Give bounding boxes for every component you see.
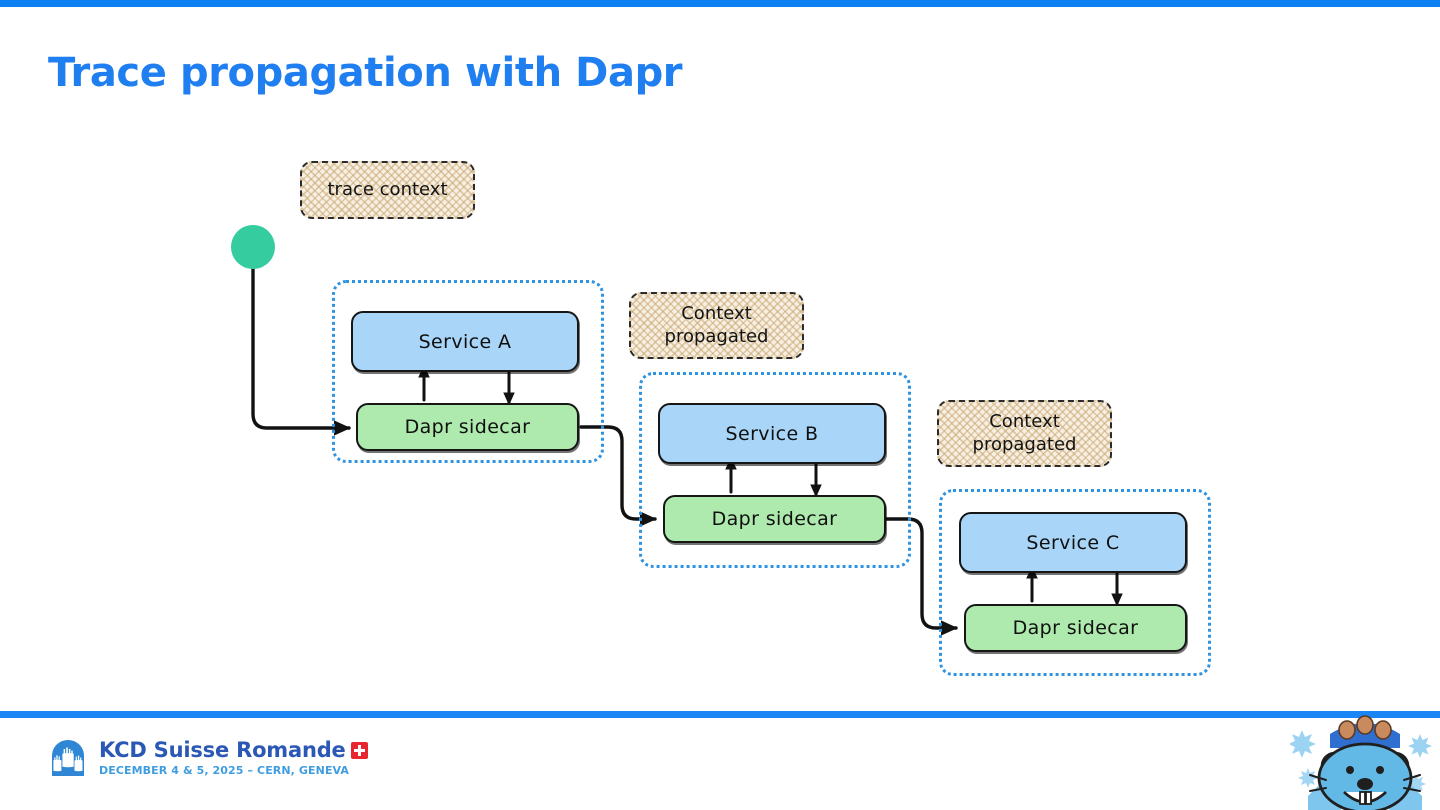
annotation-trace-context-line1: trace context: [327, 178, 448, 200]
page-title: Trace propagation with Dapr: [48, 50, 683, 96]
footer-divider-bar: [0, 711, 1440, 718]
service-c-label: Service C: [1026, 531, 1120, 554]
sidecar-c-box[interactable]: Dapr sidecar: [964, 604, 1187, 652]
sidecar-b-label: Dapr sidecar: [711, 508, 838, 530]
diagram-canvas: Service A Dapr sidecar Service B Dapr si…: [231, 161, 1211, 676]
top-accent-bar: [0, 0, 1440, 7]
raised-hands-icon: [52, 740, 84, 776]
service-a-label: Service A: [418, 330, 512, 353]
sidecar-b-box[interactable]: Dapr sidecar: [663, 495, 886, 543]
service-b-box[interactable]: Service B: [658, 403, 886, 464]
sidecar-a-label: Dapr sidecar: [404, 416, 531, 438]
group-frame-a: [332, 280, 604, 463]
kcd-logo-subtitle: DECEMBER 4 & 5, 2025 – CERN, GENEVA: [99, 763, 350, 777]
sidecar-a-box[interactable]: Dapr sidecar: [356, 403, 579, 451]
annotation-trace-context: trace context: [300, 161, 475, 219]
service-a-box[interactable]: Service A: [351, 311, 579, 372]
trace-origin-node: [231, 225, 275, 269]
mascot-marmot-icon: [1290, 715, 1432, 810]
annotation-context-propagated-2-line2: propagated: [972, 433, 1077, 455]
annotation-context-propagated-1: Context propagated: [629, 292, 804, 359]
kcd-logo: KCD Suisse Romande DECEMBER 4 & 5, 2025 …: [46, 736, 368, 780]
annotation-context-propagated-1-line1: Context: [681, 302, 752, 324]
annotation-context-propagated-1-line2: propagated: [664, 325, 769, 347]
diagram-connectors: [231, 225, 1123, 636]
sidecar-c-label: Dapr sidecar: [1012, 617, 1139, 639]
kcd-logo-title-row: KCD Suisse Romande: [99, 738, 368, 763]
group-frame-b: [639, 372, 911, 568]
service-c-box[interactable]: Service C: [959, 512, 1187, 573]
group-frame-c: [939, 489, 1211, 676]
kcd-logo-title: KCD Suisse Romande: [99, 738, 346, 763]
annotation-context-propagated-2-line1: Context: [989, 410, 1060, 432]
kcd-logo-text: KCD Suisse Romande DECEMBER 4 & 5, 2025 …: [99, 738, 368, 777]
slide-footer: KCD Suisse Romande DECEMBER 4 & 5, 2025 …: [0, 715, 1440, 810]
annotation-context-propagated-2: Context propagated: [937, 400, 1112, 467]
swiss-flag-icon: [350, 741, 368, 759]
service-b-label: Service B: [725, 422, 819, 445]
